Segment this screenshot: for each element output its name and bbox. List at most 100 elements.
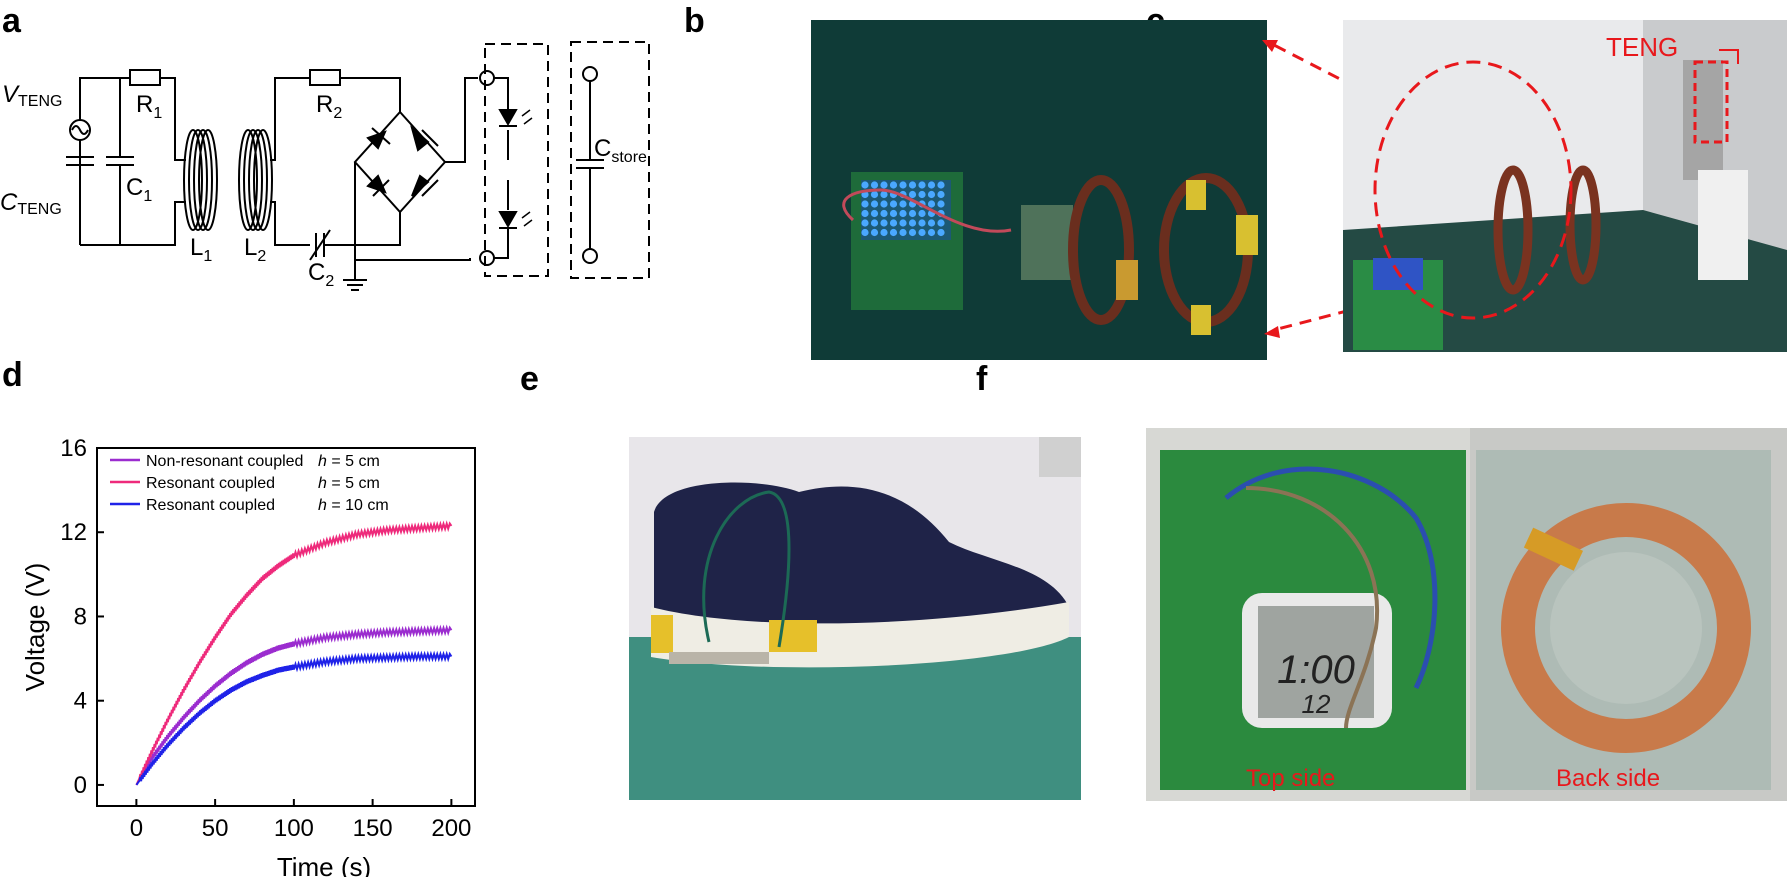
led-dot: [927, 190, 936, 199]
legend-height: h = 5 cm: [318, 475, 380, 492]
circuit-diagram: VTENG CTENG R1 C1 L1 L2 R2 C2 Cstore: [0, 41, 650, 291]
led-dot: [927, 228, 936, 237]
teng-label: TENG: [1606, 32, 1678, 62]
led-dot: [889, 200, 898, 208]
l2-label: L: [244, 234, 257, 261]
led-dot: [937, 190, 945, 199]
back-side-label: Back side: [1556, 765, 1660, 792]
led-dot: [918, 228, 926, 237]
panel-label-d: d: [2, 356, 23, 394]
shoe-upper: [654, 482, 1069, 652]
led-dot: [918, 219, 926, 227]
photo-c-drawing: TENG: [1343, 20, 1787, 352]
series-lines: [135, 520, 453, 786]
series-line-0: [135, 624, 453, 786]
led-dot: [908, 190, 917, 199]
led-dot: [908, 181, 917, 189]
legend-height: h = 10 cm: [318, 497, 389, 514]
led-dot: [927, 219, 936, 227]
panel-label-a: a: [2, 2, 21, 40]
led-dot: [937, 219, 945, 227]
led-dot: [870, 228, 879, 237]
legend-label: Non-resonant coupled: [146, 453, 303, 470]
chart-legend: Non-resonant coupled h = 5 cm Resonant cou…: [110, 453, 389, 514]
led-dot: [927, 181, 936, 189]
x-tick-label: 100: [274, 815, 314, 842]
x-tick-label: 50: [202, 815, 229, 842]
photo-shoe: [629, 437, 1081, 800]
led-dot: [908, 219, 917, 227]
led-dot: [899, 200, 907, 208]
l1-label: L: [190, 234, 203, 261]
v-teng-sub: TENG: [18, 93, 62, 110]
x-tick-label: 200: [431, 815, 471, 842]
svg-text:C2: C2: [308, 259, 334, 290]
x-axis-ticks: 0 50 100 150 200: [130, 799, 471, 842]
led-dot: [861, 209, 869, 218]
r2-label: R: [316, 91, 333, 118]
led-dot: [908, 228, 917, 237]
photo-watch-boards: 1:00 12 Top side Back side: [1146, 428, 1787, 801]
c2-sub: 2: [325, 273, 334, 290]
led-dot: [880, 200, 888, 208]
l1-sub: 1: [203, 248, 212, 265]
c1-sub: 1: [143, 188, 152, 205]
plot-frame: [96, 447, 476, 807]
watch-date: 12: [1302, 689, 1331, 719]
led-dot: [899, 228, 907, 237]
panel-label-f: f: [976, 360, 988, 398]
x-tick-label: 150: [353, 815, 393, 842]
led-dot: [927, 200, 936, 208]
led-dot: [899, 219, 907, 227]
series-line-2: [135, 650, 453, 786]
svg-text:L2: L2: [244, 234, 266, 265]
highlight-circle: [1373, 60, 1573, 320]
led-dot: [861, 200, 869, 208]
led-dot: [889, 181, 898, 189]
r2-sub: 2: [333, 105, 342, 122]
svg-text:Cstore: Cstore: [594, 135, 647, 166]
led-dot: [870, 209, 879, 218]
legend-label: Resonant coupled: [146, 497, 275, 514]
led-dot: [861, 181, 869, 189]
legend-label: Resonant coupled: [146, 475, 275, 492]
cstore-label: C: [594, 135, 611, 162]
svg-text:R2: R2: [316, 91, 342, 122]
led-dot: [880, 228, 888, 237]
shoe-sole: [651, 602, 1069, 668]
y-tick-label: 12: [60, 519, 87, 546]
r1-label: R: [136, 91, 153, 118]
led-dot: [880, 219, 888, 227]
led-dot: [937, 181, 945, 189]
c-teng-label: C: [0, 189, 18, 216]
led-dot: [937, 228, 945, 237]
led-dot: [870, 219, 879, 227]
led-dot: [937, 200, 945, 208]
coil-l1: [1068, 175, 1134, 325]
y-tick-label: 16: [60, 435, 87, 462]
y-axis-label: Voltage (V): [20, 563, 50, 692]
teng-highlight-box: [1693, 60, 1729, 144]
cstore-sub: store: [611, 149, 647, 166]
x-axis-label: Time (s): [277, 852, 371, 877]
led-dot: [870, 181, 879, 189]
r1-sub: 1: [153, 105, 162, 122]
photo-f-drawing: 1:00 12 Top side Back side: [1146, 428, 1787, 801]
svg-text:L1: L1: [190, 234, 212, 265]
top-side-label: Top side: [1246, 765, 1335, 792]
x-tick-label: 0: [130, 815, 143, 842]
coil-l1-side: [1493, 165, 1533, 295]
led-dot: [870, 190, 879, 199]
y-tick-label: 4: [74, 688, 87, 715]
led-dot: [889, 209, 898, 218]
svg-text:CTENG: CTENG: [0, 189, 62, 218]
led-dot: [918, 181, 926, 189]
svg-text:C1: C1: [126, 174, 152, 205]
v-teng-label: V: [2, 81, 20, 108]
c1-label: C: [126, 174, 143, 201]
c-teng-sub: TENG: [17, 201, 61, 218]
led-dot: [880, 209, 888, 218]
l2-sub: 2: [257, 248, 266, 265]
